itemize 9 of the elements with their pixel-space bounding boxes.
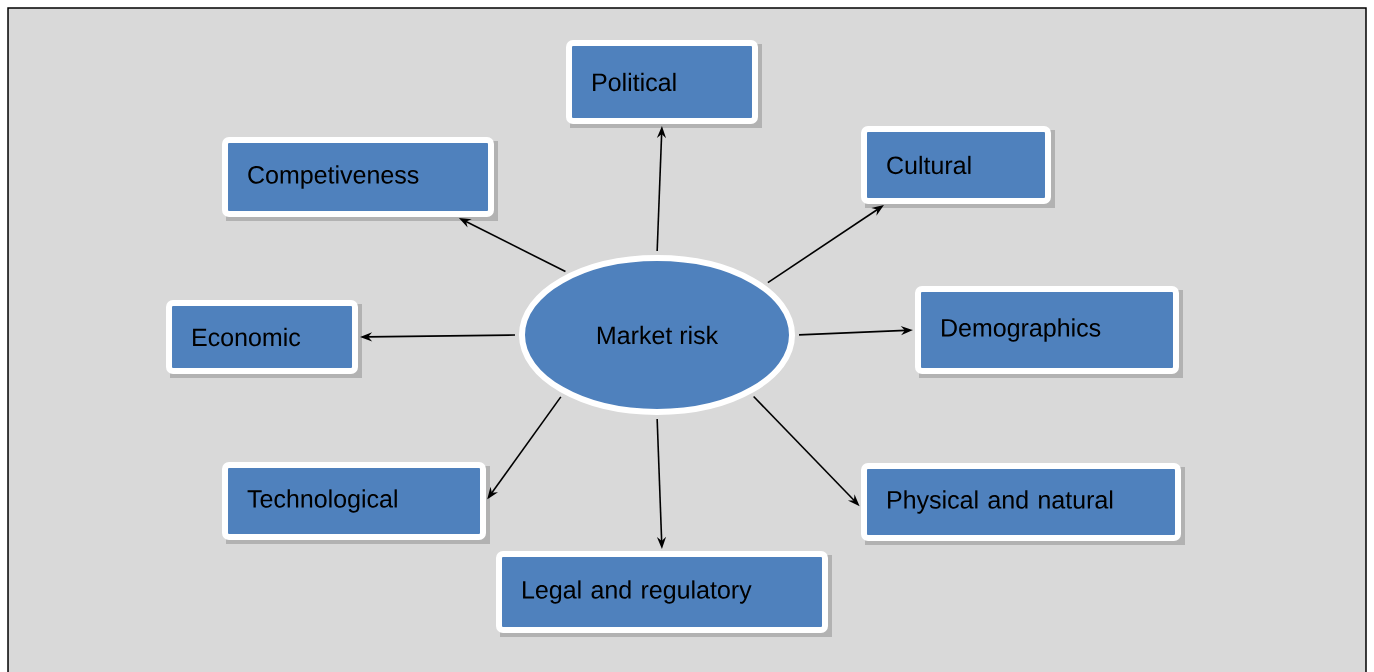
- box: Technological: [222, 462, 490, 544]
- box: Competiveness: [222, 137, 498, 221]
- oval: Market risk: [519, 255, 795, 415]
- box: Political: [566, 40, 762, 128]
- box: Demographics: [915, 286, 1183, 378]
- box: Economic: [166, 300, 362, 378]
- box: Cultural: [861, 126, 1055, 208]
- box: Legal and regulatory: [496, 551, 832, 637]
- box: Physical and natural: [861, 463, 1185, 545]
